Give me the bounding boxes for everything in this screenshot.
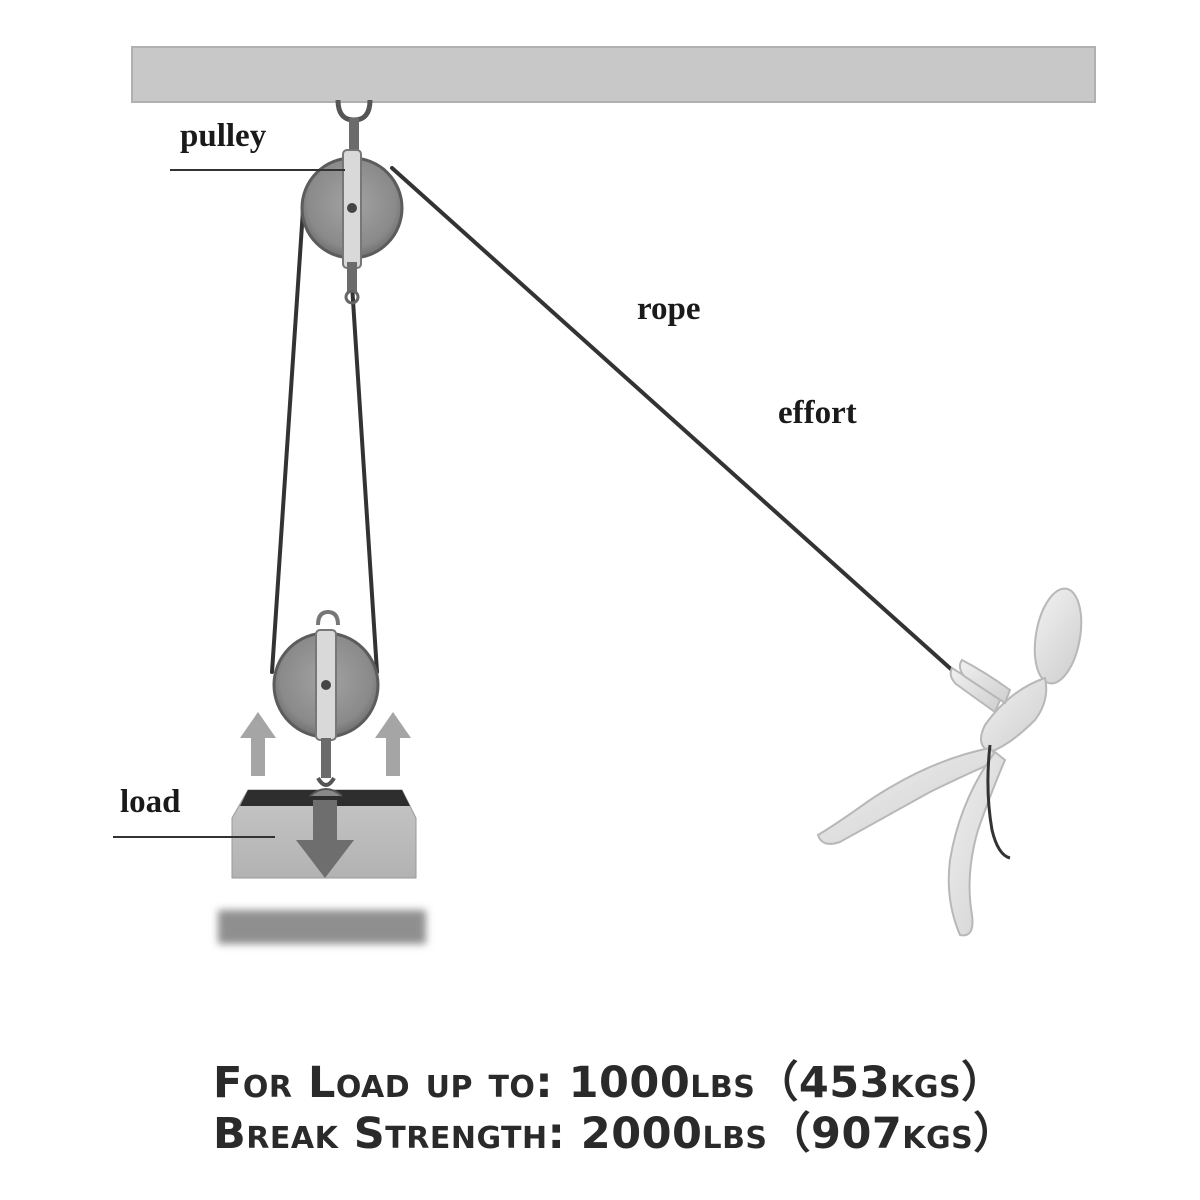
ceiling-hook-icon: [335, 99, 373, 150]
rope-effort-segment: [390, 166, 954, 672]
load-capacity-text: For Load up to: 1000lbs（453kgs）: [213, 1058, 1005, 1108]
rope-lines: [270, 166, 954, 674]
person-figure-icon: [816, 587, 1083, 937]
break-strength-text: Break Strength: 2000lbs（907kgs）: [213, 1109, 1017, 1159]
load-label: load: [120, 784, 181, 820]
rope-left-segment: [270, 208, 305, 674]
down-arrow-icon: [296, 800, 354, 878]
pulley-label: pulley: [180, 118, 267, 154]
load-shadow: [218, 910, 426, 944]
fixed-pulley-icon: [300, 149, 404, 305]
leader-lines: [113, 169, 345, 838]
rope-label: rope: [637, 291, 701, 327]
effort-label: effort: [778, 395, 857, 431]
rope-middle-segment: [350, 283, 379, 674]
movable-pulley-icon: [272, 609, 380, 787]
up-arrow-right-icon: [375, 712, 411, 776]
up-arrow-left-icon: [240, 712, 276, 776]
ceiling-beam: [131, 46, 1096, 103]
